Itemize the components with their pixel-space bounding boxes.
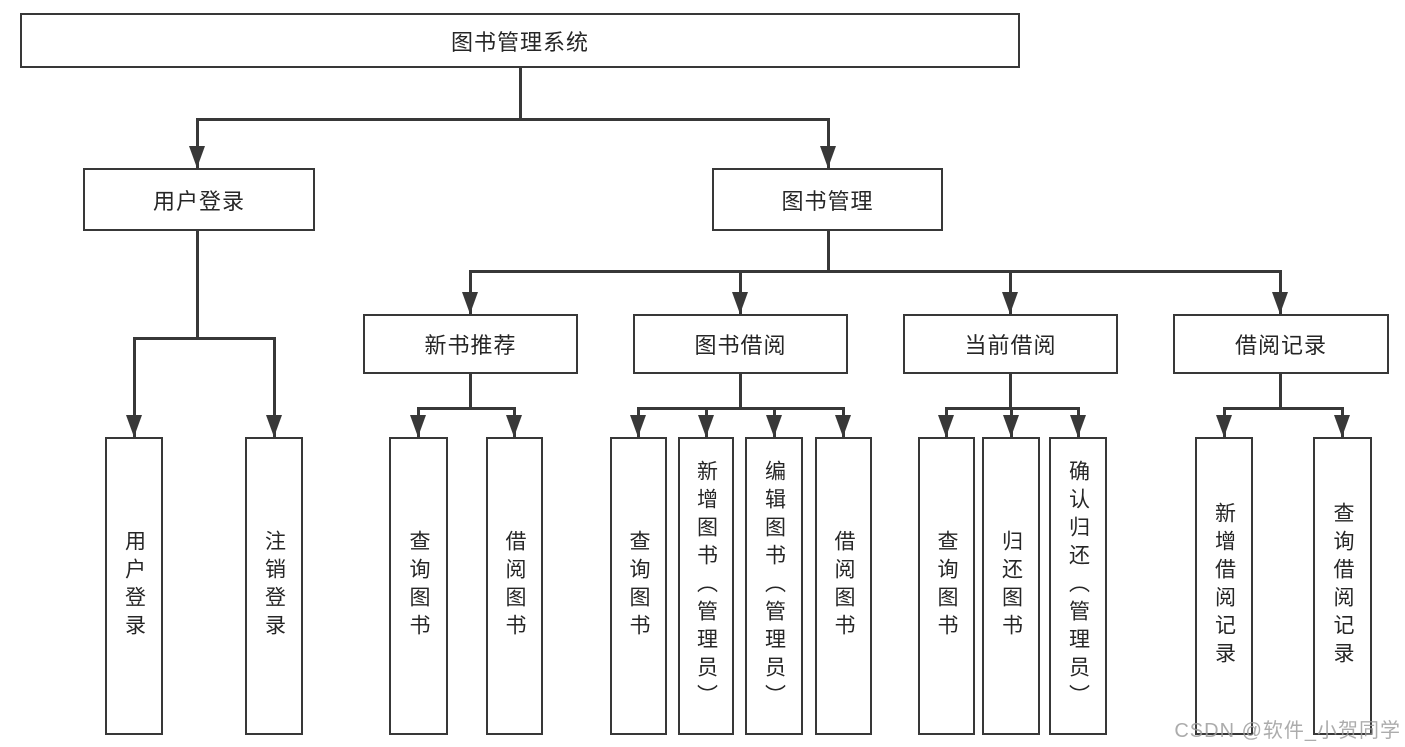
leaf-add-books-admin: 新增图书（管理员）	[678, 437, 734, 735]
arrow-down-icon	[506, 415, 522, 437]
leaf-query-books: 查询图书	[610, 437, 667, 735]
connector-records-split	[1223, 407, 1344, 410]
arrow-down-icon	[1216, 415, 1232, 437]
leaf-query-books: 查询图书	[389, 437, 448, 735]
connector-recommend-stem	[469, 374, 472, 407]
leaf-query-books: 查询图书	[918, 437, 975, 735]
arrow-down-icon	[1002, 292, 1018, 314]
node-user-login: 用户登录	[83, 168, 315, 231]
node-book-management: 图书管理	[712, 168, 943, 231]
arrow-down-icon	[835, 415, 851, 437]
connector-drop-login-leaf2	[273, 337, 276, 437]
connector-borrow-stem	[739, 374, 742, 407]
node-library-system: 图书管理系统	[20, 13, 1020, 68]
leaf-return-books: 归还图书	[982, 437, 1040, 735]
leaf-borrow-books: 借阅图书	[815, 437, 872, 735]
leaf-add-borrow-record: 新增借阅记录	[1195, 437, 1253, 735]
arrow-down-icon	[1272, 292, 1288, 314]
arrow-down-icon	[1003, 415, 1019, 437]
arrow-down-icon	[1070, 415, 1086, 437]
node-book-borrow: 图书借阅	[633, 314, 848, 374]
node-new-book-recommend: 新书推荐	[363, 314, 578, 374]
arrow-down-icon	[698, 415, 714, 437]
connector-login-split	[133, 337, 275, 340]
arrow-down-icon	[630, 415, 646, 437]
connector-login-stem	[196, 231, 199, 337]
arrow-down-icon	[766, 415, 782, 437]
csdn-watermark: CSDN @软件_小贺同学	[1174, 720, 1401, 742]
connector-root-split	[196, 118, 830, 121]
connector-recommend-split	[417, 407, 516, 410]
leaf-logout: 注销登录	[245, 437, 303, 735]
arrow-down-icon	[462, 292, 478, 314]
arrow-down-icon	[189, 146, 205, 168]
arrow-down-icon	[266, 415, 282, 437]
connector-current-split	[945, 407, 1080, 410]
connector-current-stem	[1009, 374, 1012, 407]
connector-records-stem	[1279, 374, 1282, 407]
connector-mgmt-split	[469, 270, 1282, 273]
arrow-down-icon	[732, 292, 748, 314]
arrow-down-icon	[1334, 415, 1350, 437]
arrow-down-icon	[820, 146, 836, 168]
leaf-edit-books-admin: 编辑图书（管理员）	[745, 437, 803, 735]
leaf-borrow-books: 借阅图书	[486, 437, 543, 735]
connector-drop-book-mgmt	[827, 118, 830, 168]
arrow-down-icon	[126, 415, 142, 437]
arrow-down-icon	[938, 415, 954, 437]
connector-drop-login-leaf1	[133, 337, 136, 437]
connector-root-stem	[519, 68, 522, 118]
node-current-borrow: 当前借阅	[903, 314, 1118, 374]
leaf-query-borrow-record: 查询借阅记录	[1313, 437, 1372, 735]
arrow-down-icon	[410, 415, 426, 437]
node-borrow-records: 借阅记录	[1173, 314, 1389, 374]
leaf-confirm-return-admin: 确认归还（管理员）	[1049, 437, 1107, 735]
connector-drop-user-login	[196, 118, 199, 168]
leaf-user-login: 用户登录	[105, 437, 163, 735]
connector-borrow-split	[637, 407, 845, 410]
connector-mgmt-stem	[827, 231, 830, 270]
